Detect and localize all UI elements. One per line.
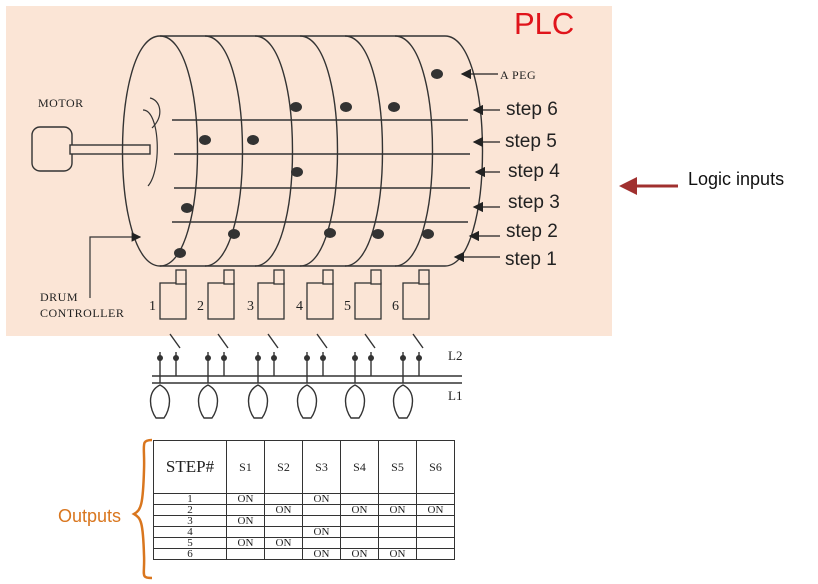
table-cell bbox=[226, 526, 265, 538]
table-cell: ON bbox=[378, 548, 417, 560]
table-cell bbox=[416, 526, 455, 538]
plc-title: PLC bbox=[514, 6, 575, 41]
switch-contacts bbox=[159, 269, 430, 320]
table-cell: 3 bbox=[153, 515, 227, 527]
peg-label: A PEG bbox=[500, 68, 537, 82]
table-cell: ON bbox=[340, 548, 379, 560]
table-cell bbox=[416, 515, 455, 527]
logic-inputs-label: Logic inputs bbox=[688, 169, 785, 189]
table-row: 3 ON bbox=[153, 515, 455, 527]
table-cell: ON bbox=[264, 504, 303, 516]
switch-number-2: 2 bbox=[197, 299, 204, 314]
lamps bbox=[149, 384, 414, 419]
controller-label: CONTROLLER bbox=[40, 306, 125, 320]
table-cell: 1 bbox=[153, 493, 227, 505]
outputs-label: Outputs bbox=[58, 506, 122, 526]
table-cell: ON bbox=[340, 504, 379, 516]
table-cell bbox=[416, 537, 455, 549]
table-cell: ON bbox=[302, 526, 341, 538]
table-cell: 5 bbox=[153, 537, 227, 549]
switch-number-5: 5 bbox=[344, 299, 351, 314]
table-cell bbox=[378, 515, 417, 527]
table-row: 6 ON ON ON bbox=[153, 548, 455, 560]
table-cell bbox=[378, 526, 417, 538]
terminal-dots bbox=[157, 355, 422, 361]
step-1-label: step 1 bbox=[505, 249, 557, 270]
switch-number-1: 1 bbox=[149, 299, 156, 314]
table-row: 1 ON ON bbox=[153, 493, 455, 505]
table-row: 4 ON bbox=[153, 526, 455, 538]
table-cell: ON bbox=[378, 504, 417, 516]
step-5-label: step 5 bbox=[505, 131, 557, 152]
table-cell: ON bbox=[226, 537, 265, 549]
table-cell bbox=[416, 548, 455, 560]
header-s3: S3 bbox=[302, 440, 341, 494]
table-cell: 6 bbox=[153, 548, 227, 560]
drum-label: DRUM bbox=[40, 290, 79, 304]
header-s2: S2 bbox=[264, 440, 303, 494]
step-arrows bbox=[453, 68, 500, 263]
table-cell bbox=[302, 537, 341, 549]
table-cell: ON bbox=[264, 537, 303, 549]
switch-number-6: 6 bbox=[392, 299, 399, 314]
motor-shape bbox=[31, 126, 151, 172]
table-cell: ON bbox=[226, 493, 265, 505]
table-cell bbox=[264, 526, 303, 538]
table-cell: 2 bbox=[153, 504, 227, 516]
step-3-label: step 3 bbox=[508, 192, 560, 213]
table-cell: 4 bbox=[153, 526, 227, 538]
header-s4: S4 bbox=[340, 440, 379, 494]
header-s1: S1 bbox=[226, 440, 265, 494]
table-cell bbox=[302, 504, 341, 516]
header-step: STEP# bbox=[153, 440, 227, 494]
outputs-brace bbox=[131, 438, 153, 580]
drum-controller-pointer bbox=[89, 232, 142, 298]
table-cell bbox=[226, 548, 265, 560]
table-cell bbox=[378, 493, 417, 505]
motor-label: MOTOR bbox=[38, 96, 84, 110]
header-s6: S6 bbox=[416, 440, 455, 494]
drum-pegs bbox=[174, 69, 443, 258]
line-l1-label: L1 bbox=[448, 388, 463, 403]
table-cell: ON bbox=[302, 548, 341, 560]
table-cell bbox=[378, 537, 417, 549]
table-row: 5 ON ON bbox=[153, 537, 455, 549]
table-cell: ON bbox=[416, 504, 455, 516]
table-cell bbox=[226, 504, 265, 516]
line-l2-label: L2 bbox=[448, 348, 463, 363]
header-s5: S5 bbox=[378, 440, 417, 494]
table-cell bbox=[264, 548, 303, 560]
table-cell bbox=[264, 493, 303, 505]
plc-panel bbox=[6, 6, 612, 336]
table-cell: ON bbox=[226, 515, 265, 527]
table-cell bbox=[340, 493, 379, 505]
table-row: 2 ON ON ON ON bbox=[153, 504, 455, 516]
step-4-label: step 4 bbox=[508, 161, 560, 182]
table-cell bbox=[416, 493, 455, 505]
step-6-label: step 6 bbox=[506, 99, 558, 120]
table-cell: ON bbox=[302, 493, 341, 505]
table-cell bbox=[340, 537, 379, 549]
table-cell bbox=[302, 515, 341, 527]
table-header-row: STEP# S1 S2 S3 S4 S5 S6 bbox=[153, 440, 455, 494]
table-cell bbox=[340, 526, 379, 538]
switch-number-3: 3 bbox=[247, 299, 254, 314]
table-cell bbox=[264, 515, 303, 527]
table-cell bbox=[340, 515, 379, 527]
switch-number-4: 4 bbox=[296, 299, 303, 314]
step-table: STEP# S1 S2 S3 S4 S5 S6 1 ON ON 2 ON ON … bbox=[153, 440, 455, 560]
step-2-label: step 2 bbox=[506, 221, 558, 242]
